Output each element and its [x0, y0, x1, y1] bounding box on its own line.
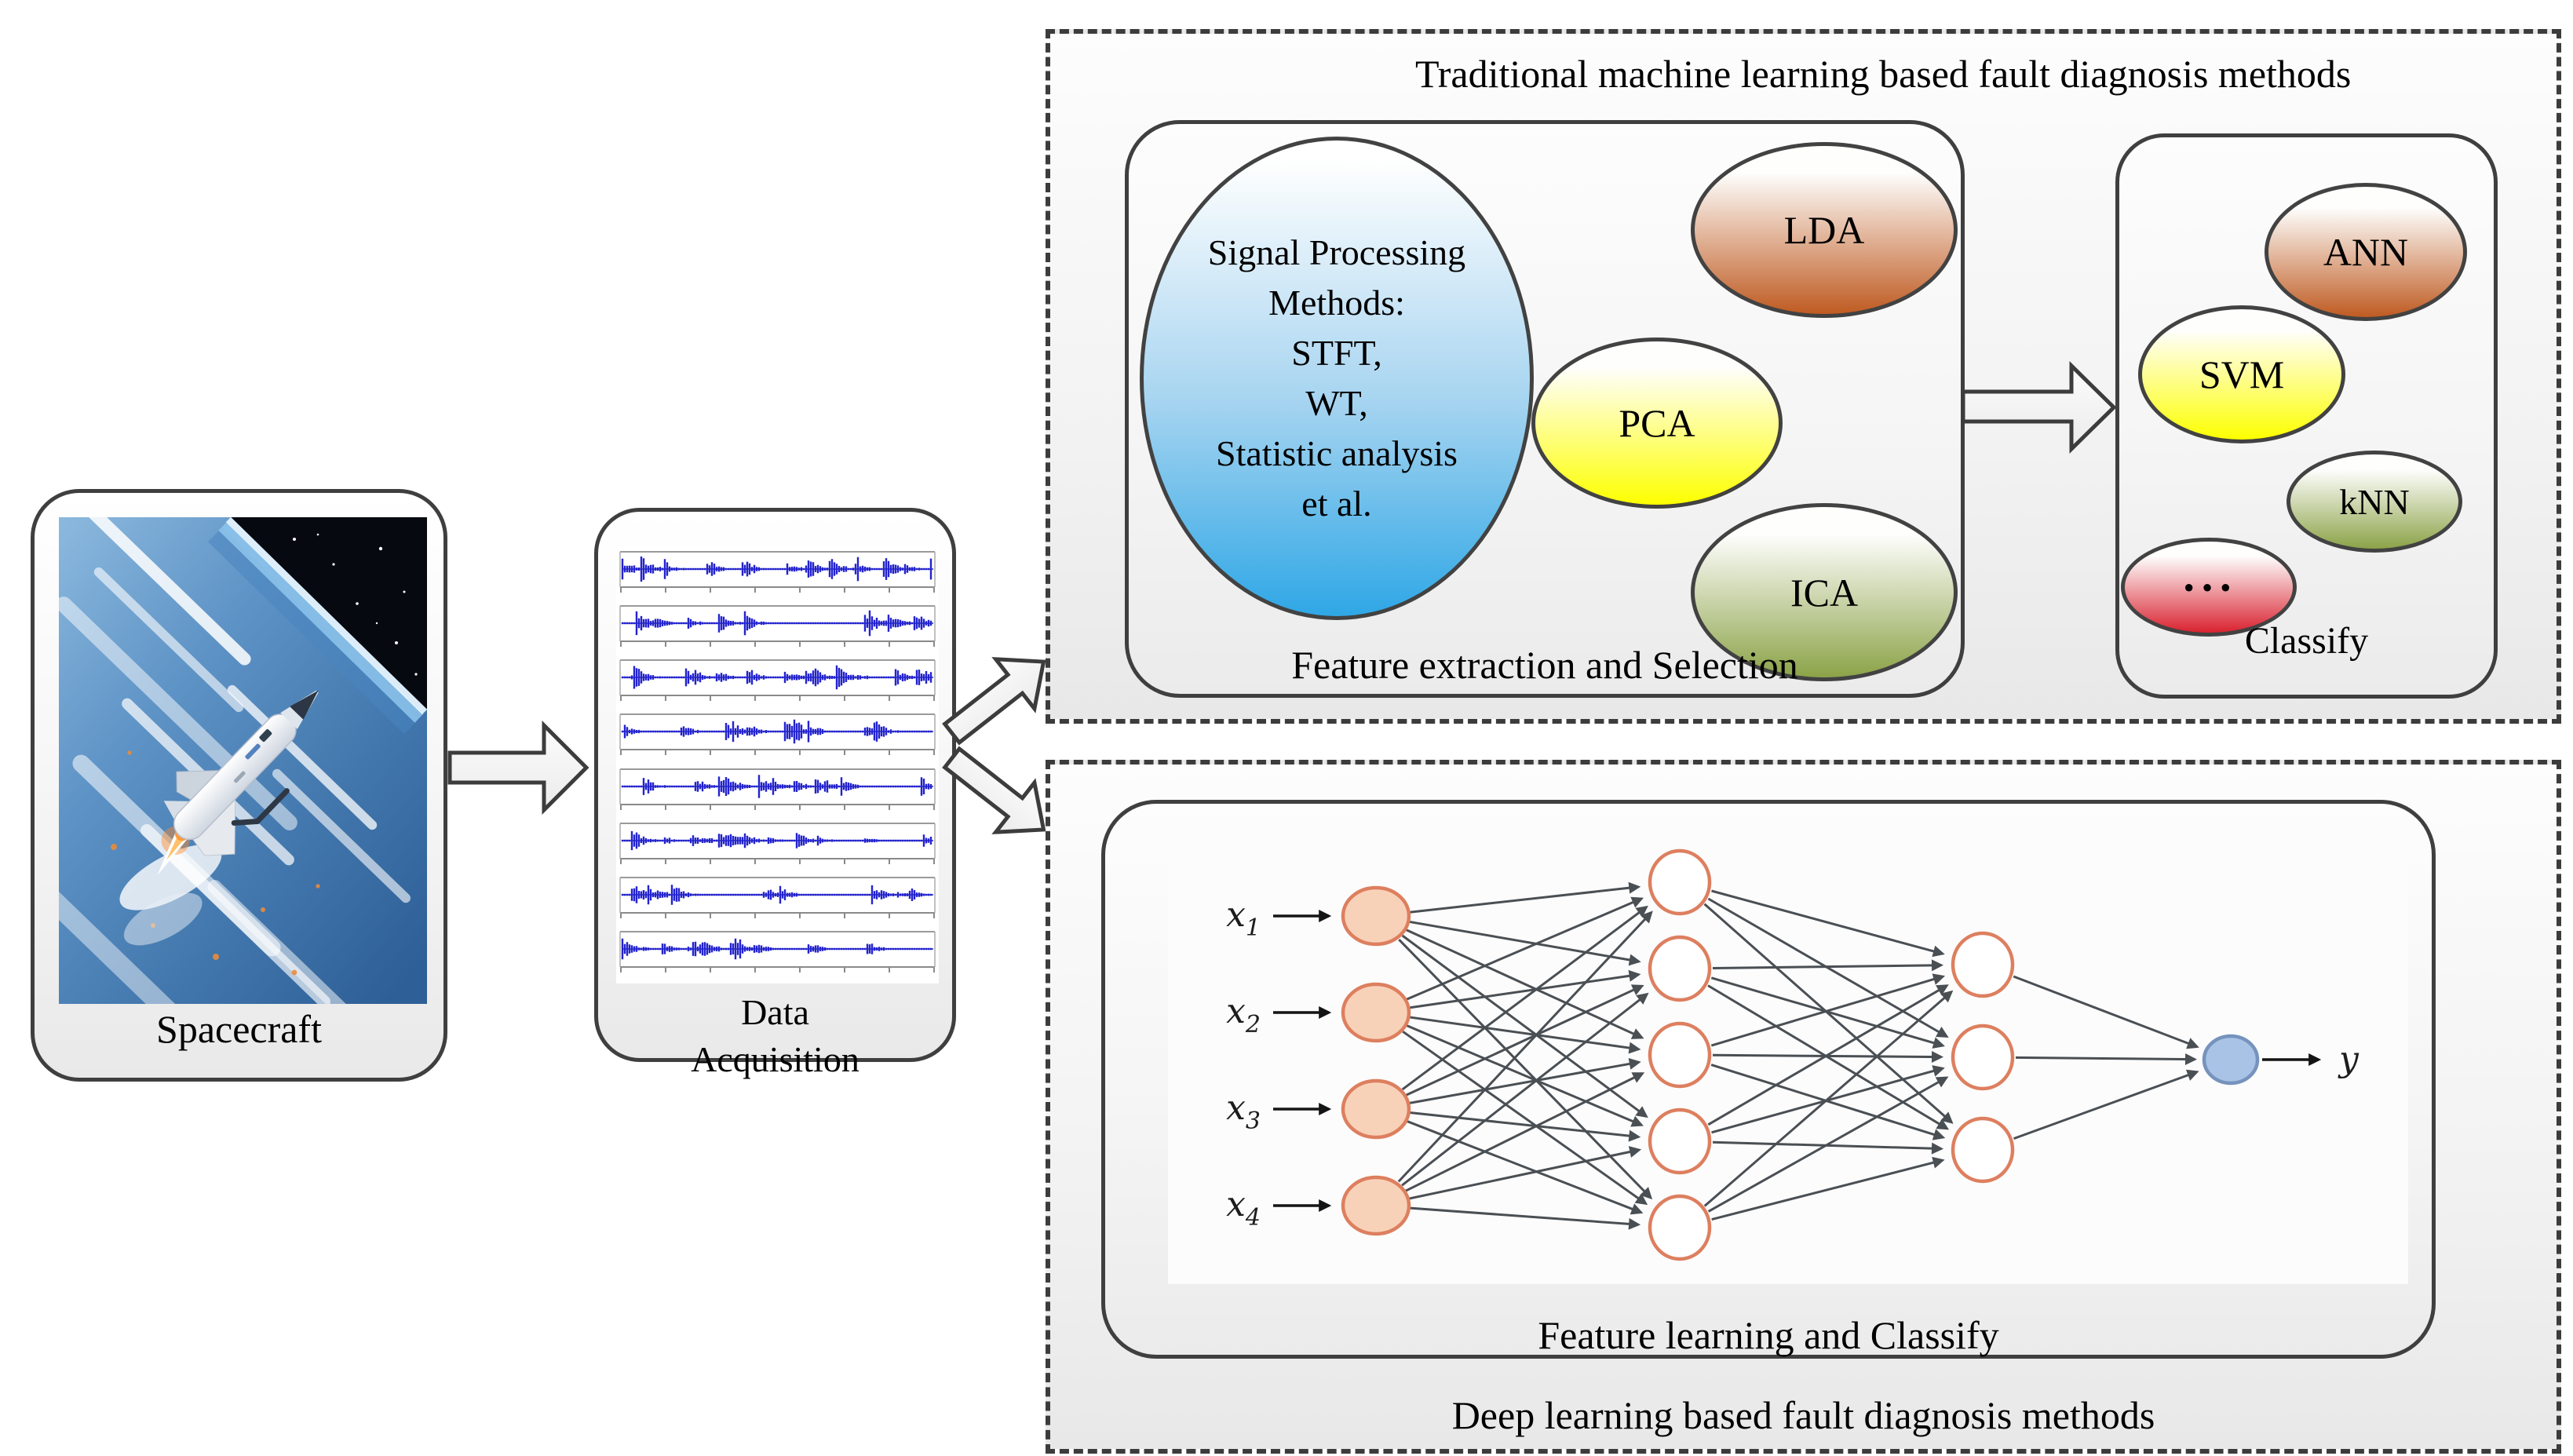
- classify-label: Classify: [2244, 620, 2369, 662]
- signal-waveform: [619, 876, 936, 918]
- spacecraft-box: Spacecraft: [31, 489, 447, 1082]
- feature-extraction-label: Feature extraction and Selection: [1291, 643, 1798, 687]
- shuttle-graphic: [119, 690, 319, 946]
- classify-box: ANN SVM kNN ··· Classify: [2115, 133, 2498, 699]
- text-line: STFT,: [1291, 333, 1382, 373]
- method-ellipse-ann: ANN: [2265, 183, 2467, 321]
- feature-learning-label: Feature learning and Classify: [1538, 1313, 1999, 1357]
- signal-waveform: [619, 713, 936, 756]
- text-line: Statistic analysis: [1216, 433, 1458, 473]
- text-line: Acquisition: [691, 1039, 859, 1079]
- method-ellipse-svm: SVM: [2138, 305, 2345, 443]
- signal-waveform: [619, 768, 936, 810]
- flow-arrow-to-deep: [932, 732, 1065, 857]
- signal-waveform: [619, 659, 936, 702]
- svg-text:x3: x3: [1226, 1088, 1261, 1135]
- flow-arrow-extraction-to-classify: [1961, 361, 2117, 454]
- method-ellipse-pca: PCA: [1531, 338, 1783, 509]
- text-line: WT,: [1305, 383, 1368, 423]
- deep-title: Deep learning based fault diagnosis meth…: [1451, 1393, 2155, 1437]
- signal-waveform: [619, 551, 936, 593]
- method-ellipse-ica: ICA: [1691, 503, 1958, 681]
- text-line: Signal Processing: [1207, 232, 1466, 272]
- text-line: Methods:: [1268, 283, 1405, 323]
- signal-waveform: [619, 605, 936, 648]
- method-ellipse-knn: kNN: [2287, 451, 2462, 553]
- spacecraft-image: [59, 517, 427, 1004]
- flow-arrow-to-traditional: [932, 635, 1065, 760]
- signal-waveform: [619, 822, 936, 864]
- text-line: et al.: [1301, 484, 1372, 524]
- signal-plot: [616, 546, 939, 983]
- spacecraft-label: Spacecraft: [156, 1007, 322, 1051]
- stars-group: [293, 533, 418, 676]
- method-ellipse-more: ···: [2121, 538, 2297, 637]
- svg-text:y: y: [2338, 1039, 2359, 1079]
- text-line: Data: [741, 992, 809, 1032]
- flow-arrow-spacecraft-to-data: [447, 720, 589, 816]
- signal-waveform: [619, 930, 936, 972]
- traditional-methods-box: Traditional machine learning based fault…: [1046, 29, 2561, 724]
- method-ellipse-lda: LDA: [1691, 142, 1958, 318]
- traditional-title: Traditional machine learning based fault…: [1415, 52, 2352, 96]
